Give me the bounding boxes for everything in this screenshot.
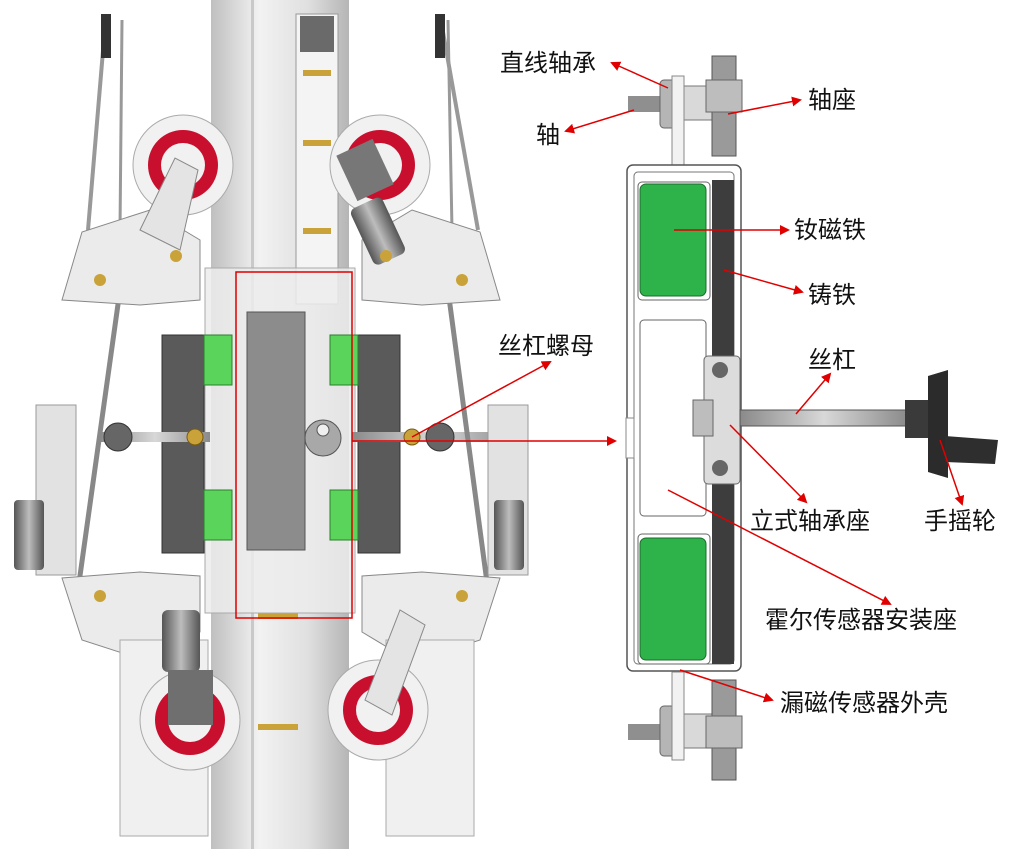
label-pillow-block: 立式轴承座: [750, 507, 870, 535]
label-cast-iron: 铸铁: [808, 281, 856, 309]
label-linear-bearing: 直线轴承: [500, 49, 596, 77]
label-ndfeb-magnet: 钕磁铁: [794, 216, 866, 244]
left-tie-rod: [75, 289, 123, 591]
label-shaft: 轴: [536, 121, 560, 149]
arrow-lead-screw: [795, 372, 832, 415]
upper-right-wheel-assembly: [329, 114, 501, 306]
arrow-shaft-seat: [727, 96, 802, 115]
right-tie-rod: [445, 289, 491, 591]
arrow-linear-bearing: [610, 61, 669, 89]
top-shaft-assembly: [628, 55, 743, 167]
center-hub: [304, 419, 342, 457]
left-lead-screw: [100, 432, 210, 442]
arrow-lead-screw-nut: [411, 361, 552, 438]
label-shaft-seat: 轴座: [808, 86, 856, 114]
lead-screw-rod: [739, 409, 909, 427]
highlight-box: [235, 271, 353, 619]
handwheel-knob: [905, 370, 998, 478]
callouts: 直线轴承 轴 轴座 钕磁铁 铸铁 丝杠螺母 丝杠 立式轴承座 手摇轮 霍尔传感器…: [411, 49, 996, 717]
arrow-shaft: [564, 109, 635, 134]
arrow-cast-iron: [723, 269, 804, 295]
arrow-hall-sensor-mount: [667, 489, 892, 605]
arrow-pillow-block: [729, 424, 808, 504]
bottom-shaft-assembly: [628, 671, 743, 781]
arrow-handwheel: [939, 439, 965, 506]
bottom-magnet: [637, 533, 711, 665]
upper-left-wheel-assembly: [61, 114, 234, 306]
left-sensor-block: [161, 334, 233, 554]
sensor-detail-view: [625, 55, 998, 781]
lower-right-wheel-assembly: [327, 571, 501, 837]
arrow-mfl-sensor-housing: [679, 669, 774, 703]
label-hall-sensor-mount: 霍尔传感器安装座: [765, 606, 957, 634]
sensor-window: [246, 311, 306, 551]
label-handwheel: 手摇轮: [924, 507, 996, 535]
top-magnet: [637, 181, 711, 301]
label-lead-screw-nut: 丝杠螺母: [498, 332, 594, 360]
lower-left-wheel-assembly: [61, 571, 241, 837]
label-lead-screw: 丝杠: [808, 346, 856, 374]
right-sensor-block: [329, 334, 401, 554]
assembly-view: [14, 0, 529, 849]
label-mfl-sensor-housing: 漏磁传感器外壳: [780, 689, 948, 717]
